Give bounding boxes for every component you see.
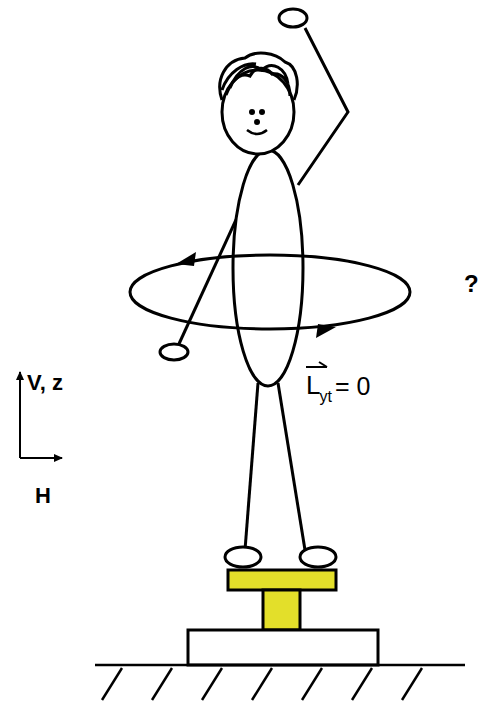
equation-text: = 0 [335,374,370,399]
axes [20,372,62,458]
rotation-arrow [130,252,410,338]
ground-hatch [95,665,465,700]
subscript: yt [319,389,331,405]
person-figure [160,9,348,567]
rotating-platform [188,570,378,665]
face [247,109,267,134]
vector-arrow [306,362,327,367]
axis-label: H [35,485,51,507]
question-mark: ? [464,272,479,296]
axis-label: V, z [27,372,63,394]
hair [220,53,297,100]
vector-symbol: L [306,372,320,398]
